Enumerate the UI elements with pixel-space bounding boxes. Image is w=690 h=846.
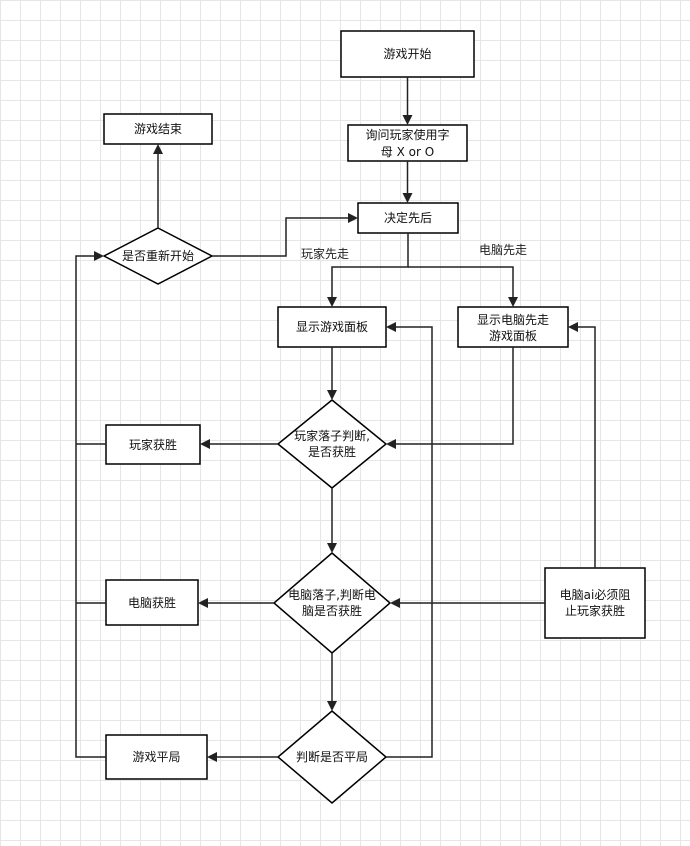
node-player-wins: 玩家获胜: [105, 424, 201, 465]
node-show-board-computer-first-line2: 游戏面板: [489, 329, 537, 343]
edge-computer-ai-to-computer-first-board: [568, 322, 596, 568]
node-draw-check-label: 判断是否平局: [296, 749, 368, 764]
node-computer-move-check-line1: 电脑落子,判断电: [288, 587, 376, 602]
node-show-board: 显示游戏面板: [277, 306, 387, 348]
node-computer-move-check: 电脑落子,判断电 脑是否获胜: [272, 552, 392, 654]
edge-show-board-to-player-check: [327, 347, 337, 400]
node-player-wins-label: 玩家获胜: [129, 437, 177, 452]
node-player-move-check: 玩家落子判断, 是否获胜: [276, 399, 388, 489]
node-restart-decision-label: 是否重新开始: [122, 248, 194, 263]
edge-results-to-restart: [75, 251, 106, 758]
node-game-start-label: 游戏开始: [383, 47, 431, 61]
edge-draw-check-to-draw: [207, 752, 278, 762]
node-show-board-computer-first-line1: 显示电脑先走: [477, 313, 549, 327]
edge-player-check-to-computer-check: [327, 488, 337, 553]
node-restart-decision: 是否重新开始: [102, 227, 214, 285]
node-decide-order-label: 决定先后: [384, 210, 432, 225]
node-computer-wins: 电脑获胜: [105, 579, 199, 626]
edge-decide-split: [327, 233, 518, 307]
edge-restart-to-decide: [212, 213, 358, 257]
edge-ask-to-decide: [402, 161, 413, 203]
node-draw: 游戏平局: [105, 734, 208, 780]
node-draw-check: 判断是否平局: [276, 710, 388, 804]
edge-computer-first-to-player-check: [386, 347, 514, 449]
node-decide-order: 决定先后: [357, 202, 459, 234]
node-show-board-computer-first: 显示电脑先走 游戏面板: [457, 306, 569, 348]
edge-label-player-first: 玩家先走: [301, 246, 349, 261]
node-draw-label: 游戏平局: [132, 750, 180, 764]
node-game-over: 游戏结束: [103, 113, 213, 145]
node-game-start: 游戏开始: [340, 30, 475, 78]
node-player-move-check-line1: 玩家落子判断,: [294, 428, 370, 443]
node-ask-symbol-label-line1: 询问玩家使用字: [365, 127, 449, 142]
edge-start-to-ask: [402, 77, 413, 125]
node-computer-ai-line2: 止玩家获胜: [565, 603, 625, 618]
node-player-move-check-line2: 是否获胜: [308, 444, 356, 459]
node-ask-symbol: 询问玩家使用字 母 X or O: [347, 124, 468, 162]
edge-computer-ai-to-computer-check: [390, 598, 545, 608]
node-ask-symbol-label-line2: 母 X or O: [381, 145, 434, 159]
edge-computer-check-to-draw-check: [327, 653, 337, 711]
node-computer-wins-label: 电脑获胜: [128, 595, 176, 610]
edge-draw-check-loop-to-show-board: [386, 322, 433, 758]
edge-label-computer-first: 电脑先走: [479, 243, 527, 257]
edge-player-check-to-player-wins: [200, 439, 278, 449]
edge-restart-to-game-over: [153, 144, 163, 228]
node-computer-ai: 电脑ai必须阻 止玩家获胜: [544, 567, 646, 639]
edge-computer-check-to-computer-wins: [198, 598, 274, 608]
node-game-over-label: 游戏结束: [134, 122, 182, 136]
node-computer-ai-line1: 电脑ai必须阻: [560, 588, 631, 602]
node-computer-move-check-line2: 脑是否获胜: [302, 603, 362, 618]
node-show-board-label: 显示游戏面板: [296, 320, 368, 334]
